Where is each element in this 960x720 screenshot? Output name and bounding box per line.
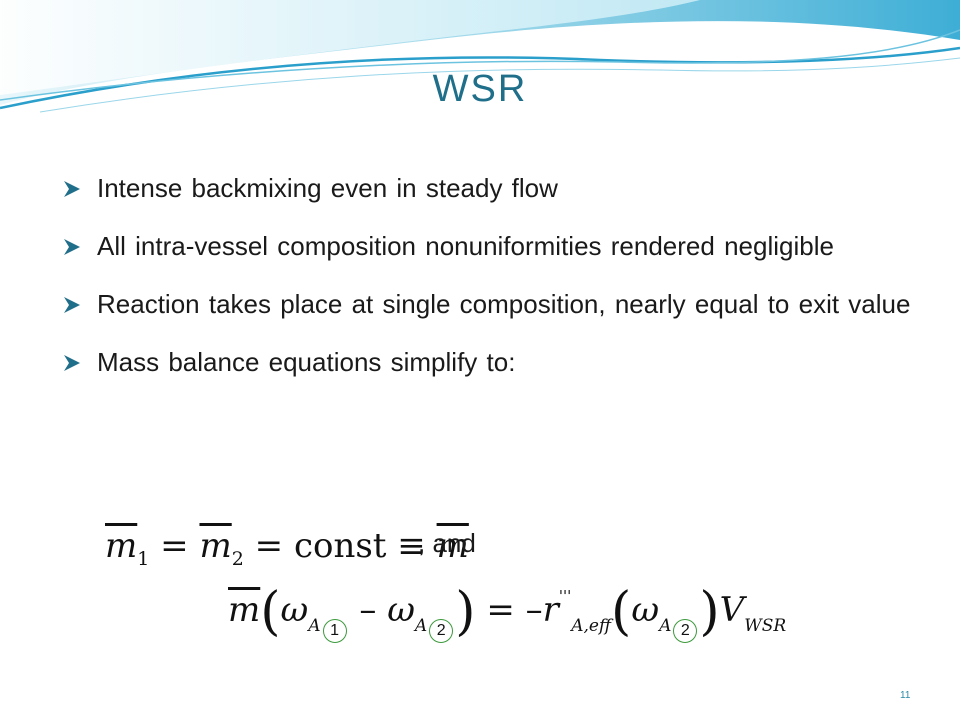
identity-sign: ≡: [397, 526, 426, 566]
arrow-bullet-icon: [64, 297, 80, 313]
omega-symbol: ω: [631, 590, 660, 630]
open-paren: (: [260, 582, 281, 642]
bullet-text: Intense backmixing even in steady flow: [97, 173, 558, 203]
bullet-item: Reaction takes place at single compositi…: [62, 276, 922, 333]
arrow-bullet-icon: [64, 239, 80, 255]
bullet-item: Mass balance equations simplify to:: [62, 334, 922, 391]
species-subscript: A: [414, 616, 428, 636]
close-paren: ): [455, 582, 476, 642]
mass-flow-symbol: m: [199, 526, 232, 566]
omega-symbol: ω: [280, 590, 309, 630]
bullet-item: All intra-vessel composition nonuniformi…: [62, 218, 922, 275]
equals-sign: =: [160, 526, 189, 566]
mass-flow-equation: m1 = m2 = const ≡ m: [105, 526, 469, 570]
volume-subscript: WSR: [744, 616, 787, 636]
state-label-circle: 2: [673, 619, 698, 643]
rate-subscript: A,eff: [571, 616, 612, 636]
species-subscript: A: [659, 616, 672, 636]
equals-sign: = –: [486, 590, 543, 630]
outlet-subscript: 2: [231, 548, 244, 570]
state-label-circle: 2: [429, 619, 454, 643]
arrow-bullet-icon: [64, 181, 80, 197]
mass-flow-symbol: m: [436, 526, 469, 566]
bullet-list: Intense backmixing even in steady flow A…: [62, 160, 922, 392]
close-paren: ): [699, 582, 720, 642]
equals-sign: =: [254, 526, 284, 566]
bullet-text: Reaction takes place at single compositi…: [97, 289, 911, 319]
minus-sign: –: [359, 590, 377, 630]
omega-symbol: ω: [387, 590, 415, 630]
mass-flow-symbol: m: [105, 526, 138, 566]
mass-flow-symbol: m: [228, 590, 261, 630]
rate-symbol: r: [542, 590, 559, 630]
page-number: 11: [900, 690, 911, 701]
arrow-bullet-icon: [64, 355, 80, 371]
header-waves-decoration: [0, 0, 960, 113]
bullet-text: All intra-vessel composition nonuniformi…: [97, 231, 834, 261]
volume-symbol: V: [719, 590, 745, 630]
state-label-circle: 1: [322, 619, 347, 643]
const-text: const: [293, 526, 387, 566]
species-subscript: A: [308, 616, 321, 636]
inlet-subscript: 1: [137, 548, 150, 570]
equation-connector: , and: [418, 528, 476, 558]
bullet-text: Mass balance equations simplify to:: [97, 347, 516, 377]
slide-title: WSR: [432, 68, 528, 110]
bullet-item: Intense backmixing even in steady flow: [62, 160, 922, 217]
rate-superscript: ''': [558, 587, 572, 605]
open-paren: (: [611, 582, 632, 642]
